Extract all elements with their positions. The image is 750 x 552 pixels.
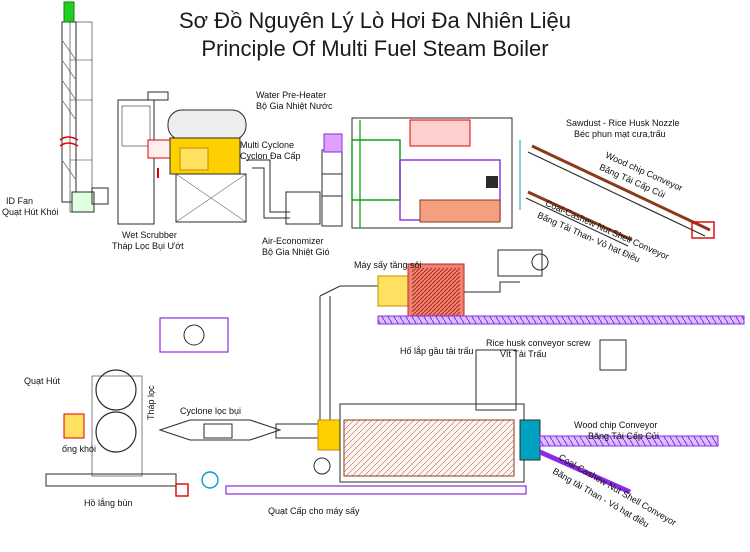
label-multi-cyclone-en: Multi Cyclone [240, 140, 295, 150]
label-id-fan-vi: Quạt Hút Khói [2, 207, 59, 217]
label-multi-cyclone-vi: Cyclon Đa Cấp [240, 151, 301, 161]
label-sawdust-nozzle-en: Sawdust - Rice Husk Nozzle [566, 118, 680, 128]
label-wet-scrubber-en: Wet Scrubber [122, 230, 177, 240]
rice-screw-top [377, 315, 745, 325]
boiler-body-bottom [339, 349, 541, 483]
conveyor-top [525, 144, 715, 247]
conveyor-bottom [225, 339, 719, 495]
multi-cyclone-duct [246, 159, 321, 225]
label-ho-lang-bun: Hồ lắng bùn [84, 498, 133, 508]
dryer-duct [319, 285, 380, 420]
label-woodchip-bottom-en: Wood chip Conveyor [574, 420, 658, 430]
label-air-economizer-vi: Bộ Gia Nhiệt Gió [262, 247, 330, 257]
title-en: Principle Of Multi Fuel Steam Boiler [201, 36, 549, 61]
boiler-body-top [351, 117, 521, 229]
scrubber-bottom [45, 369, 189, 497]
label-id-fan-en: ID Fan [6, 196, 34, 206]
label-rice-screw-vi: Vít Tải Trấu [500, 349, 547, 359]
cyclone-dust-filter [158, 419, 341, 475]
label-wet-scrubber-vi: Tháp Lọc Bụi Ướt [112, 241, 184, 251]
label-thap-loc: Tháp lọc [146, 385, 156, 420]
fluidized-dryer [377, 249, 549, 321]
label-cyclone-bui: Cyclone lọc bụi [180, 406, 242, 416]
label-air-economizer-en: Air-Economizer [262, 236, 324, 246]
label-rice-screw-en: Rice husk conveyor screw [486, 338, 591, 348]
small-unit-left [159, 317, 229, 353]
id-fan [71, 187, 109, 213]
wet-scrubber [117, 91, 171, 225]
label-bucket-elevator: Hố lắp gầu tải trấu [400, 346, 474, 356]
water-preheater [167, 109, 247, 223]
label-ong-khoi: ống khói [62, 444, 97, 454]
label-water-preheater-en: Water Pre-Heater [256, 90, 327, 100]
title-vi: Sơ Đồ Nguyên Lý Lò Hơi Đa Nhiên Liệu [178, 8, 572, 33]
label-quat-hut: Quạt Hút [24, 376, 61, 386]
label-dryer: Máy sấy tầng sôi [354, 260, 422, 270]
label-woodchip-bottom-vi: Băng Tải Cấp Củi [588, 431, 659, 441]
label-quat-cap: Quạt Cấp cho máy sấy [268, 506, 360, 516]
label-water-preheater-vi: Bộ Gia Nhiệt Nước [256, 101, 333, 111]
air-economizer [321, 133, 343, 227]
label-sawdust-nozzle-vi: Béc phun mạt cưa,trấu [574, 129, 666, 139]
